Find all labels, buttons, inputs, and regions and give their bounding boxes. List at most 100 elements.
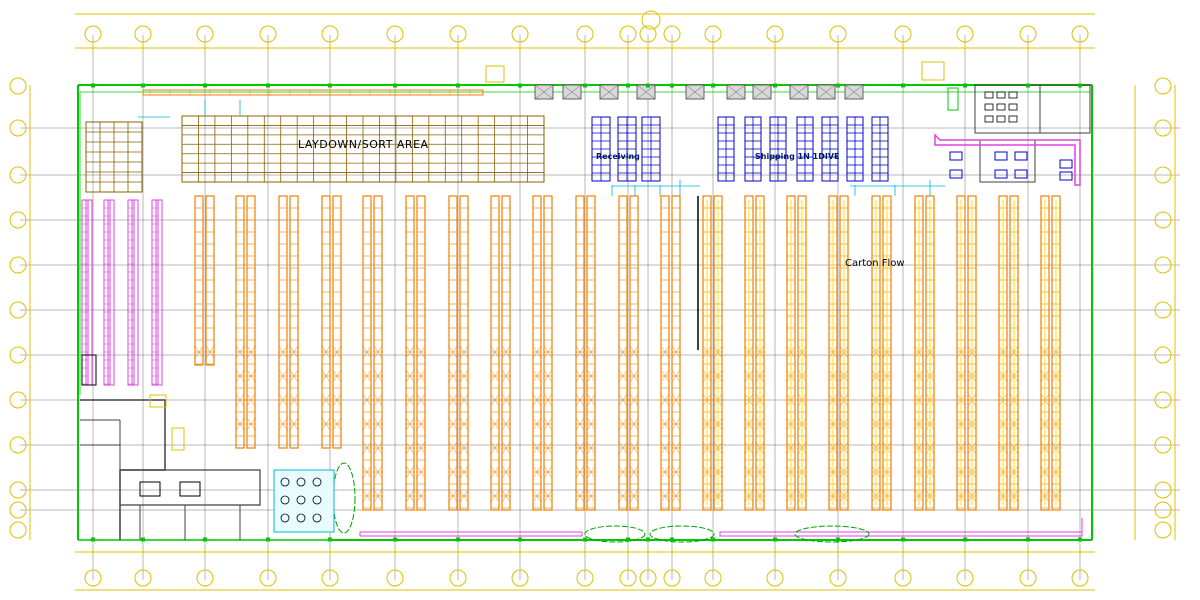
rack-row-brace [618, 489, 628, 503]
rack-row-brace [321, 393, 331, 407]
rack-row [362, 195, 372, 511]
rack-row-brace [671, 345, 681, 359]
column-bubble-top [619, 25, 637, 43]
rack-row-brace [321, 345, 331, 359]
column-marker [626, 83, 630, 88]
row-bubble-right [1154, 77, 1172, 95]
column-bubble-top [259, 25, 277, 43]
rack-row [629, 195, 639, 511]
column-marker [1078, 537, 1082, 542]
column-bubble-top [663, 25, 681, 43]
rack-row-brace [459, 369, 469, 383]
rack-row-brace [586, 489, 596, 503]
rack-row-brace [235, 417, 245, 431]
desk-symbol [1008, 91, 1018, 99]
rack-row-brace [278, 417, 288, 431]
column-marker [456, 83, 460, 88]
rack-row-brace [671, 369, 681, 383]
rack-row [532, 195, 542, 511]
table-symbol [312, 495, 322, 505]
column-bubble-bottom [704, 569, 722, 587]
rack-row-brace [671, 417, 681, 431]
row-bubble-right [1154, 256, 1172, 274]
rack-row-brace [246, 345, 256, 359]
rack-row-brace [490, 393, 500, 407]
rack-row-brace [532, 441, 542, 455]
column-marker [1026, 537, 1030, 542]
cabinet-symbol [1059, 171, 1073, 181]
office-room-small [81, 354, 97, 386]
column-marker [836, 537, 840, 542]
row-bubble-right [1154, 166, 1172, 184]
rack-row [543, 195, 553, 511]
column-marker [328, 537, 332, 542]
row-bubble-left [9, 521, 27, 539]
shipping-label: Shipping 1N 1DIVE [755, 152, 840, 161]
table-symbol [280, 495, 290, 505]
rack-row [405, 195, 415, 511]
column-marker [626, 537, 630, 542]
table-symbol [312, 477, 322, 487]
rack-row-brace [543, 465, 553, 479]
column-bubble-top [386, 25, 404, 43]
rack-row-brace [246, 369, 256, 383]
rack-row-brace [543, 393, 553, 407]
rack-row-brace [416, 345, 426, 359]
office-room-top-right-inner [1039, 84, 1091, 134]
laydown-sort-area-label: LAYDOWN/SORT AREA [298, 138, 429, 151]
rack-row [416, 195, 426, 511]
desk-symbol [996, 115, 1006, 123]
dock-door-cross [844, 84, 864, 100]
rack-row-brace [459, 393, 469, 407]
column-marker [328, 83, 332, 88]
rack-row-brace [629, 465, 639, 479]
rack-row-short [205, 195, 215, 366]
column-marker [1026, 83, 1030, 88]
dock-door-cross [726, 84, 746, 100]
desk-symbol [984, 91, 994, 99]
carton-flow-rack-row [828, 195, 838, 511]
column-marker [141, 537, 145, 542]
column-marker [711, 537, 715, 542]
dock-door-cross [789, 84, 809, 100]
rack-row [321, 195, 331, 449]
rack-row-brace [448, 465, 458, 479]
dock-door-cross [816, 84, 836, 100]
rack-row-brace [235, 369, 245, 383]
rack-row-brace [671, 465, 681, 479]
column-marker [518, 537, 522, 542]
column-marker [456, 537, 460, 542]
rack-row [459, 195, 469, 511]
rack-row-brace [362, 369, 372, 383]
rack-row-brace [532, 345, 542, 359]
rack-row [373, 195, 383, 511]
rack-row-brace [405, 441, 415, 455]
table-symbol [312, 513, 322, 523]
rack-row [671, 195, 681, 511]
column-marker [91, 83, 95, 88]
row-bubble-right [1154, 301, 1172, 319]
row-bubble-left [9, 301, 27, 319]
rack-row-brace [671, 489, 681, 503]
rack-row-brace [660, 489, 670, 503]
rack-row-brace [362, 489, 372, 503]
column-bubble-top [511, 25, 529, 43]
rack-row-brace [671, 441, 681, 455]
row-bubble-left [9, 346, 27, 364]
pick-rack [131, 199, 139, 386]
rack-row-brace [405, 465, 415, 479]
rack-row-brace [501, 441, 511, 455]
conveyor-bottom [359, 531, 583, 537]
receiving-label: Receiving [596, 152, 640, 161]
rack-row-brace [575, 345, 585, 359]
row-bubble-right [1154, 521, 1172, 539]
rack-row-brace [543, 369, 553, 383]
row-bubble-left [9, 119, 27, 137]
stair-green-top-right [947, 87, 959, 111]
column-bubble-top [894, 25, 912, 43]
column-marker [1078, 83, 1082, 88]
rack-row-brace [543, 417, 553, 431]
rack-row-brace [246, 393, 256, 407]
carton-flow-rack-row [998, 195, 1008, 511]
row-bubble-left [9, 481, 27, 499]
